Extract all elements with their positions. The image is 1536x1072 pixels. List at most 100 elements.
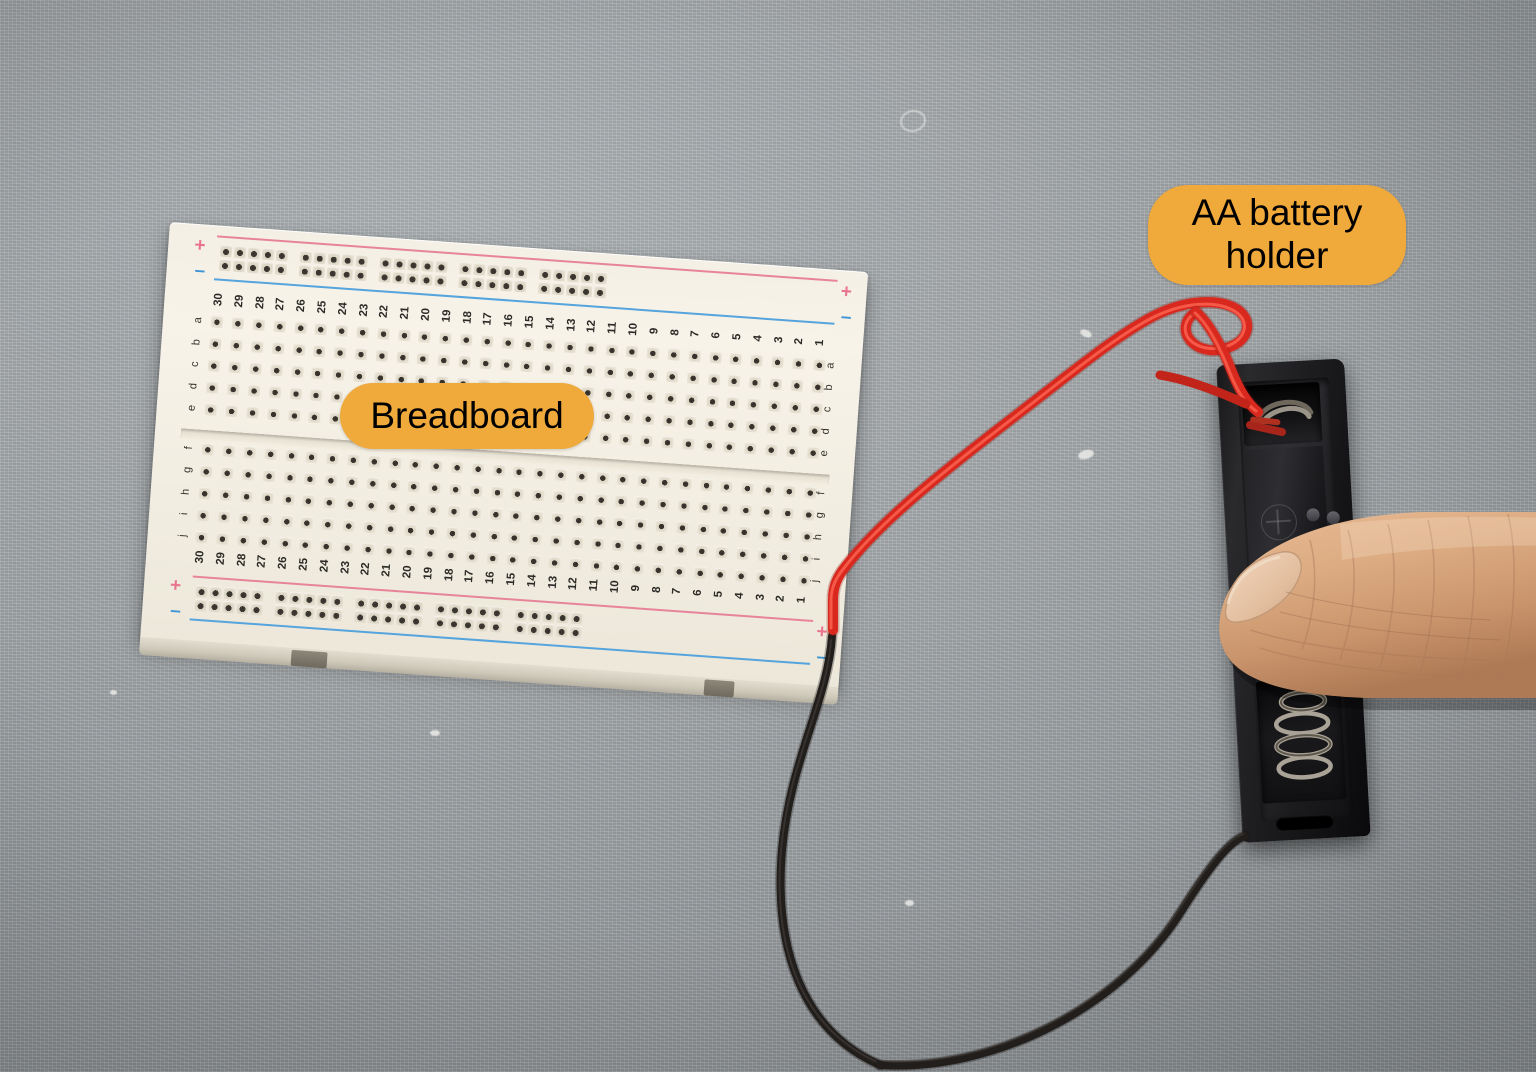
terminal-hole[interactable]	[653, 541, 667, 555]
rail-hole[interactable]	[393, 257, 407, 270]
rail-hole[interactable]	[237, 587, 250, 601]
rail-hole[interactable]	[251, 588, 264, 602]
terminal-hole[interactable]	[430, 459, 443, 473]
terminal-hole[interactable]	[656, 497, 670, 511]
terminal-hole[interactable]	[674, 542, 688, 556]
terminal-hole[interactable]	[570, 535, 584, 549]
terminal-hole[interactable]	[677, 499, 691, 512]
rail-hole[interactable]	[458, 275, 471, 289]
terminal-hole[interactable]	[551, 512, 565, 525]
rail-hole[interactable]	[434, 274, 447, 287]
terminal-hole[interactable]	[326, 451, 340, 465]
terminal-hole[interactable]	[705, 394, 719, 408]
terminal-hole[interactable]	[715, 545, 729, 559]
rail-hole[interactable]	[410, 600, 424, 614]
rail-hole[interactable]	[232, 259, 246, 273]
terminal-hole[interactable]	[562, 362, 575, 376]
terminal-hole[interactable]	[487, 529, 501, 543]
terminal-hole[interactable]	[468, 506, 482, 519]
rail-hole[interactable]	[499, 278, 513, 292]
terminal-hole[interactable]	[444, 548, 458, 562]
terminal-hole[interactable]	[724, 418, 738, 432]
terminal-hole[interactable]	[382, 544, 396, 557]
rail-hole[interactable]	[448, 602, 462, 616]
rail-hole[interactable]	[316, 593, 330, 607]
terminal-hole[interactable]	[755, 570, 769, 584]
terminal-hole[interactable]	[309, 388, 323, 402]
rail-hole[interactable]	[233, 245, 247, 259]
rail-hole[interactable]	[382, 598, 396, 612]
terminal-hole[interactable]	[506, 552, 520, 566]
terminal-hole[interactable]	[664, 391, 678, 405]
terminal-hole[interactable]	[672, 564, 686, 578]
terminal-hole[interactable]	[446, 526, 459, 540]
terminal-hole[interactable]	[611, 538, 625, 552]
terminal-hole[interactable]	[356, 325, 370, 339]
terminal-hole[interactable]	[485, 551, 499, 565]
terminal-hole[interactable]	[572, 513, 585, 527]
rail-hole[interactable]	[367, 611, 381, 625]
rail-hole[interactable]	[381, 612, 395, 626]
terminal-hole[interactable]	[532, 488, 545, 502]
terminal-hole[interactable]	[278, 536, 292, 550]
terminal-hole[interactable]	[736, 547, 750, 561]
terminal-hole[interactable]	[554, 468, 568, 482]
rail-hole[interactable]	[274, 604, 287, 618]
terminal-hole[interactable]	[527, 554, 541, 568]
terminal-hole[interactable]	[684, 393, 698, 407]
terminal-hole[interactable]	[766, 421, 780, 435]
terminal-hole[interactable]	[332, 368, 346, 381]
terminal-hole[interactable]	[541, 360, 555, 374]
terminal-hole[interactable]	[509, 509, 523, 522]
terminal-hole[interactable]	[340, 541, 354, 554]
terminal-hole[interactable]	[375, 349, 389, 362]
terminal-hole[interactable]	[769, 377, 783, 391]
terminal-hole[interactable]	[230, 338, 243, 352]
terminal-hole[interactable]	[404, 523, 418, 537]
terminal-hole[interactable]	[343, 497, 357, 511]
rail-hole[interactable]	[302, 592, 316, 606]
rail-hole[interactable]	[236, 601, 249, 615]
terminal-hole[interactable]	[266, 407, 280, 421]
terminal-hole[interactable]	[529, 532, 542, 546]
rail-hole[interactable]	[471, 276, 485, 290]
rail-hole[interactable]	[275, 590, 288, 604]
terminal-hole[interactable]	[314, 322, 328, 336]
terminal-hole[interactable]	[450, 460, 464, 474]
terminal-hole[interactable]	[667, 347, 681, 361]
terminal-hole[interactable]	[499, 357, 513, 371]
rail-hole[interactable]	[275, 248, 289, 262]
rail-hole[interactable]	[395, 613, 409, 627]
terminal-hole[interactable]	[511, 487, 525, 500]
rail-hole-group[interactable]	[218, 244, 290, 277]
rail-hole[interactable]	[489, 619, 503, 633]
terminal-hole[interactable]	[788, 400, 802, 414]
terminal-hole[interactable]	[681, 437, 695, 451]
rail-hole[interactable]	[462, 603, 476, 617]
terminal-hole[interactable]	[228, 360, 242, 374]
terminal-hole[interactable]	[675, 520, 689, 534]
terminal-hole[interactable]	[222, 444, 236, 458]
rail-hole[interactable]	[476, 604, 490, 618]
rail-hole-group[interactable]	[513, 607, 584, 640]
terminal-hole[interactable]	[260, 491, 274, 505]
terminal-hole[interactable]	[333, 346, 347, 359]
terminal-hole[interactable]	[582, 363, 596, 377]
terminal-hole[interactable]	[785, 444, 799, 458]
terminal-hole[interactable]	[342, 519, 356, 532]
terminal-hole[interactable]	[592, 515, 606, 528]
terminal-hole[interactable]	[718, 502, 732, 515]
rail-hole[interactable]	[223, 586, 237, 600]
terminal-hole[interactable]	[459, 333, 473, 346]
terminal-hole[interactable]	[714, 567, 727, 581]
terminal-hole[interactable]	[726, 396, 740, 410]
terminal-hole[interactable]	[423, 547, 437, 560]
terminal-hole[interactable]	[361, 542, 375, 556]
terminal-hole[interactable]	[308, 410, 322, 424]
rail-hole[interactable]	[379, 256, 393, 269]
rail-hole[interactable]	[594, 271, 608, 285]
rail-hole[interactable]	[247, 246, 261, 260]
rail-hole[interactable]	[250, 602, 263, 616]
terminal-hole[interactable]	[250, 340, 264, 353]
